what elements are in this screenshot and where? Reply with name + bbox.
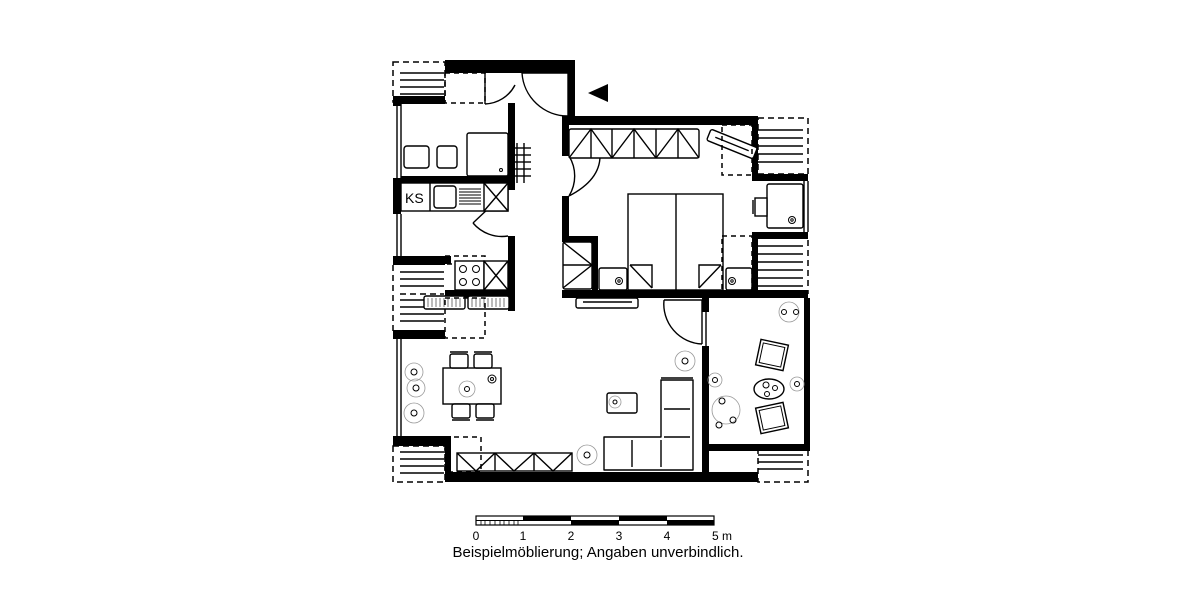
scale-tick-4: 4 bbox=[664, 529, 671, 543]
disclaimer-caption: Beispielmöblierung; Angaben unverbindlic… bbox=[452, 544, 744, 561]
kitchen-label-ks: KS bbox=[405, 190, 424, 206]
scale-tick-1: 1 bbox=[520, 529, 527, 543]
plant-icon bbox=[778, 301, 800, 323]
scale-tick-2: 2 bbox=[568, 529, 575, 543]
scale-bar: 0 1 2 3 4 5 m bbox=[473, 515, 732, 543]
plant-icon bbox=[674, 350, 696, 372]
plant-icon bbox=[789, 376, 805, 392]
scale-tick-3: 3 bbox=[616, 529, 623, 543]
plant-icon bbox=[711, 395, 741, 429]
study-furniture bbox=[753, 338, 790, 435]
plant-icon bbox=[576, 444, 598, 466]
plant-icon bbox=[406, 378, 426, 398]
scale-tick-5: 5 m bbox=[712, 529, 732, 543]
plant-icon bbox=[403, 402, 425, 424]
bathroom-fixtures bbox=[403, 132, 531, 183]
balcony-left-middle bbox=[392, 265, 444, 335]
plant-icon bbox=[458, 380, 476, 398]
balcony-bottom-left bbox=[392, 445, 446, 483]
bedroom-furniture bbox=[562, 124, 804, 309]
plants bbox=[403, 301, 805, 466]
scale-tick-0: 0 bbox=[473, 529, 480, 543]
entrance-arrow-icon bbox=[588, 84, 608, 102]
plant-icon bbox=[608, 395, 622, 409]
balcony-right-middle bbox=[758, 240, 809, 294]
kitchen-fixtures: KS bbox=[400, 182, 510, 339]
living-furniture bbox=[442, 351, 694, 473]
plant-icon bbox=[707, 372, 723, 388]
plant-icon bbox=[404, 362, 424, 382]
walls bbox=[393, 60, 810, 482]
balcony-right-top bbox=[757, 117, 809, 175]
balcony-right-bottom bbox=[757, 449, 809, 483]
